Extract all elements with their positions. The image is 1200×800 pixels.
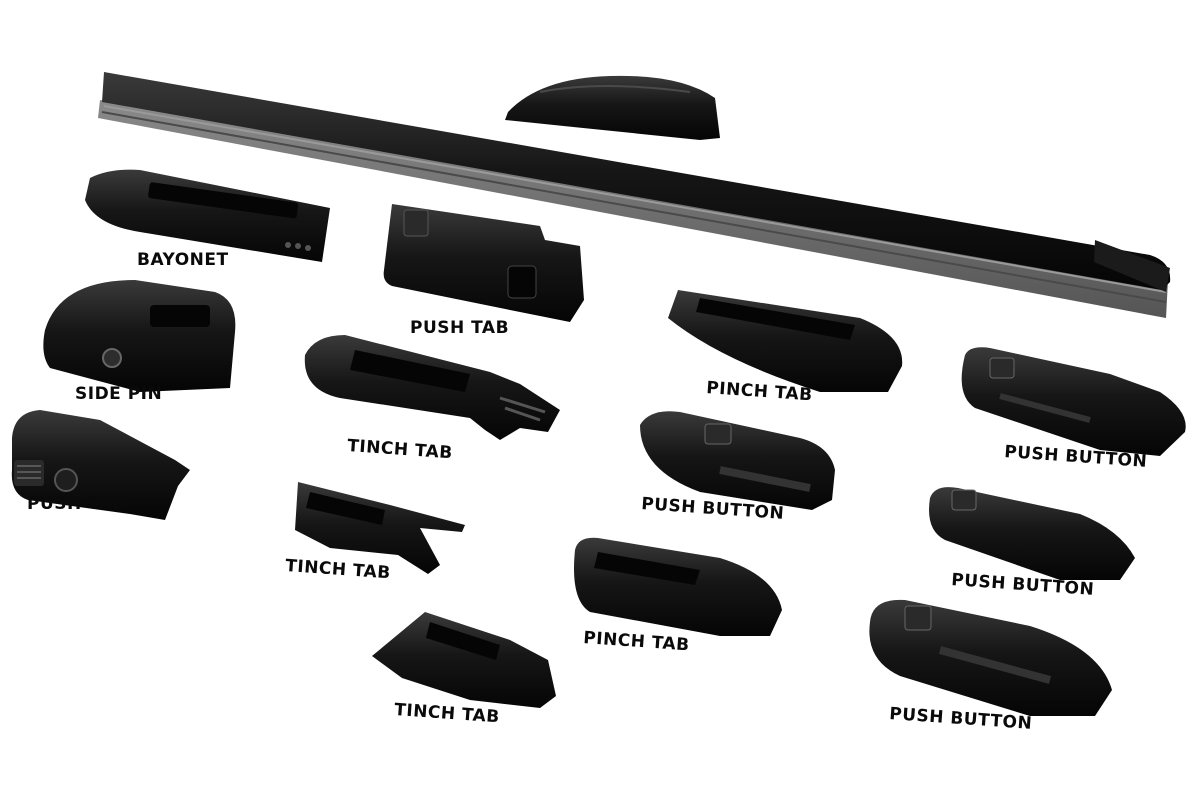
push-button-adapter-right-bottom — [869, 599, 1112, 716]
tinch-tab-adapter-bottom — [372, 612, 556, 708]
blade-stripe — [103, 105, 1167, 293]
tinch-tab-adapter-small — [295, 482, 465, 574]
pinch-tab-adapter-bottom — [574, 537, 782, 636]
blade-mount — [505, 75, 720, 140]
side-pin-adapter — [43, 280, 236, 392]
wiper-blade — [98, 72, 1171, 318]
blade-rubber — [98, 100, 1168, 318]
pinch-tab-adapter-top — [668, 290, 903, 392]
blade-stripe — [101, 111, 1167, 303]
push-button-adapter-right-mid — [929, 487, 1135, 580]
label-bayonet: BAYONET — [137, 250, 229, 270]
bayonet-adapter — [85, 169, 330, 262]
push-tab-adapter-left — [11, 410, 190, 520]
blade-end-cap — [1094, 240, 1170, 292]
blade-spoiler — [102, 72, 1171, 290]
label-push-tab-top: PUSH TAB — [410, 318, 510, 338]
label-push-tab-left: PUSH TAB — [27, 494, 127, 514]
label-side-pin: SIDE PIN — [75, 384, 163, 404]
push-button-adapter-right-top — [961, 347, 1186, 456]
tinch-tab-adapter-mid — [304, 335, 560, 440]
push-button-adapter-center — [640, 411, 835, 510]
blade-mount-highlight — [539, 85, 691, 93]
push-tab-adapter-top — [383, 204, 584, 322]
